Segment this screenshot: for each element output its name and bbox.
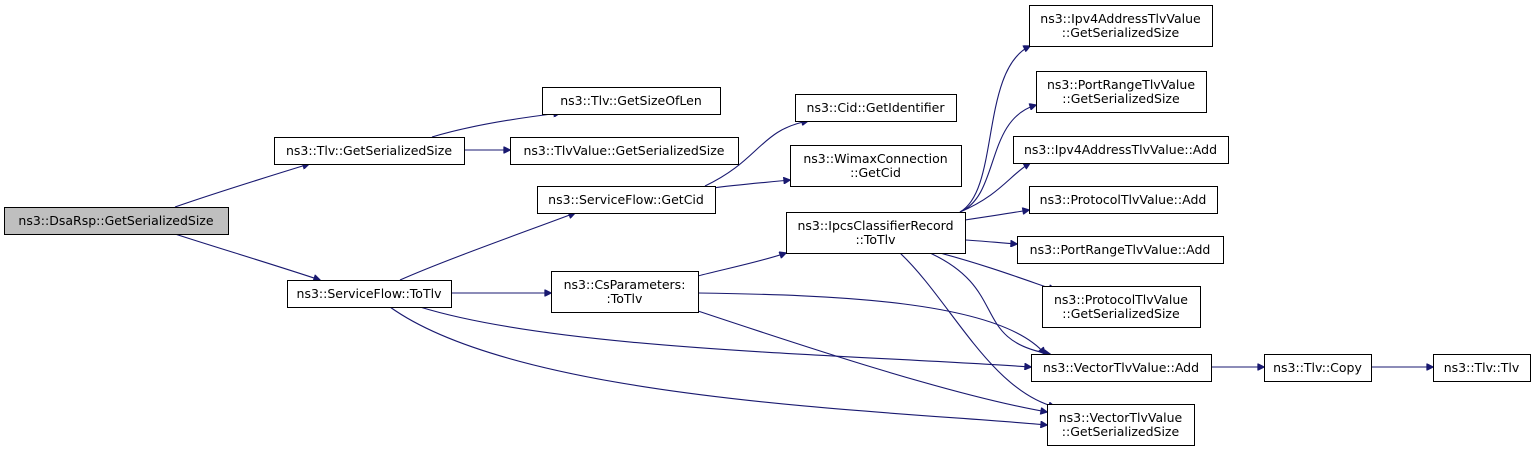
edge-ipcsclassifierrecord_totlv-to-protocoltlvvalue_add bbox=[964, 210, 1029, 221]
node-box bbox=[537, 186, 716, 214]
edge-serviceflow_getcid-to-wimaxconnection_getcid bbox=[712, 180, 790, 189]
edge-ipcsclassifierrecord_totlv-to-ipv4addresstlvvalue_add bbox=[959, 163, 1030, 213]
node-portrangetlvvalue-add[interactable]: ns3::PortRangeTlvValue::Add bbox=[1017, 236, 1224, 264]
node-box bbox=[1047, 404, 1195, 446]
node-tlv-copy[interactable]: ns3::Tlv::Copy bbox=[1264, 354, 1372, 382]
node-label: ns3::PortRangeTlvValue::Add bbox=[1030, 242, 1211, 257]
node-box bbox=[1433, 354, 1531, 382]
node-box bbox=[1036, 71, 1207, 113]
node-label: ns3::VectorTlvValue::Add bbox=[1043, 360, 1199, 375]
node-box bbox=[551, 271, 699, 313]
edges-layer bbox=[174, 46, 1433, 425]
node-tlv-tlv[interactable]: ns3::Tlv::Tlv bbox=[1433, 354, 1531, 382]
node-label: ns3::IpcsClassifierRecord bbox=[797, 218, 953, 233]
node-box bbox=[1031, 354, 1212, 382]
node-label: ns3::ServiceFlow::ToTlv bbox=[297, 286, 443, 301]
node-box bbox=[4, 207, 229, 235]
node-label: ::GetCid bbox=[850, 165, 901, 180]
edge-ipcsclassifierrecord_totlv-to-vectortlvvalue_add bbox=[929, 252, 1050, 354]
node-label: ns3::Tlv::GetSerializedSize bbox=[286, 143, 452, 158]
edge-dsarsp_getserializedsize-to-tlv_getserializedsize bbox=[174, 164, 309, 208]
edge-tlv_getserializedsize-to-tlv_getsizeoflen bbox=[431, 113, 560, 138]
node-box bbox=[510, 137, 739, 165]
edge-serviceflow_totlv-to-vectortlvvalue_add bbox=[419, 306, 1031, 367]
edge-ipcsclassifierrecord_totlv-to-ipv4addresstlvvalue_getserializedsize bbox=[959, 46, 1030, 213]
node-box bbox=[1029, 5, 1213, 47]
node-label: ::ToTlv bbox=[855, 232, 896, 247]
edge-dsarsp_getserializedsize-to-serviceflow_totlv bbox=[174, 233, 320, 280]
node-serviceflow-totlv[interactable]: ns3::ServiceFlow::ToTlv bbox=[287, 280, 452, 308]
node-cid-getidentifier[interactable]: ns3::Cid::GetIdentifier bbox=[795, 94, 957, 122]
node-ipcsclassifierrecord-totlv[interactable]: ns3::IpcsClassifierRecord::ToTlv bbox=[786, 212, 966, 254]
edge-serviceflow_totlv-to-serviceflow_getcid bbox=[399, 213, 575, 281]
edge-ipcsclassifierrecord_totlv-to-vectortlvvalue_getserializedsize bbox=[899, 252, 1055, 407]
edge-ipcsclassifierrecord_totlv-to-portrangetlvvalue_add bbox=[964, 239, 1017, 244]
node-label: ns3::PortRangeTlvValue bbox=[1047, 77, 1195, 92]
node-box bbox=[1264, 354, 1372, 382]
node-label: :ToTlv bbox=[607, 291, 643, 306]
node-tlvvalue-getserializedsize[interactable]: ns3::TlvValue::GetSerializedSize bbox=[510, 137, 739, 165]
edge-csparameters_totlv-to-vectortlvvalue_getserializedsize bbox=[697, 310, 1047, 412]
node-protocoltlvvalue-add[interactable]: ns3::ProtocolTlvValue::Add bbox=[1029, 186, 1218, 214]
node-label: ns3::VectorTlvValue bbox=[1059, 410, 1183, 425]
edge-ipcsclassifierrecord_totlv-to-portrangetlvvalue_getserializedsize bbox=[959, 105, 1036, 213]
node-label: ::GetSerializedSize bbox=[1062, 306, 1180, 321]
node-label: ::GetSerializedSize bbox=[1062, 91, 1180, 106]
node-label: ns3::CsParameters: bbox=[564, 277, 686, 292]
node-box bbox=[1017, 236, 1224, 264]
node-tlv-getserializedsize[interactable]: ns3::Tlv::GetSerializedSize bbox=[274, 137, 465, 165]
node-box bbox=[1029, 186, 1218, 214]
node-ipv4addresstlvvalue-add[interactable]: ns3::Ipv4AddressTlvValue::Add bbox=[1013, 136, 1229, 164]
node-label: ::GetSerializedSize bbox=[1062, 424, 1180, 439]
node-label: ns3::TlvValue::GetSerializedSize bbox=[523, 143, 724, 158]
node-box bbox=[1042, 286, 1201, 328]
edge-serviceflow_getcid-to-cid_getidentifier bbox=[704, 121, 808, 187]
node-label: ns3::Tlv::GetSizeOfLen bbox=[560, 93, 702, 108]
node-label: ns3::WimaxConnection bbox=[803, 151, 947, 166]
nodes-layer: ns3::DsaRsp::GetSerializedSizens3::Tlv::… bbox=[4, 5, 1531, 446]
node-box bbox=[1013, 136, 1229, 164]
edge-csparameters_totlv-to-ipcsclassifierrecord_totlv bbox=[697, 253, 786, 277]
node-box bbox=[287, 280, 452, 308]
node-wimaxconnection-getcid[interactable]: ns3::WimaxConnection::GetCid bbox=[790, 145, 962, 187]
node-label: ns3::ProtocolTlvValue bbox=[1054, 292, 1188, 307]
edge-csparameters_totlv-to-vectortlvvalue_add bbox=[697, 292, 1045, 354]
node-label: ns3::ServiceFlow::GetCid bbox=[548, 192, 704, 207]
node-vectortlvvalue-getserializedsize[interactable]: ns3::VectorTlvValue::GetSerializedSize bbox=[1047, 404, 1195, 446]
node-protocoltlvvalue-getserializedsize[interactable]: ns3::ProtocolTlvValue::GetSerializedSize bbox=[1042, 286, 1201, 328]
node-box bbox=[786, 212, 966, 254]
node-label: ns3::Tlv::Tlv bbox=[1444, 360, 1520, 375]
node-tlv-getsizeoflen[interactable]: ns3::Tlv::GetSizeOfLen bbox=[542, 87, 721, 115]
node-dsarsp-getserializedsize[interactable]: ns3::DsaRsp::GetSerializedSize bbox=[4, 207, 229, 235]
edge-serviceflow_totlv-to-vectortlvvalue_getserializedsize bbox=[389, 306, 1047, 425]
node-label: ns3::Ipv4AddressTlvValue bbox=[1040, 11, 1201, 26]
node-label: ns3::ProtocolTlvValue::Add bbox=[1040, 192, 1207, 207]
node-box bbox=[790, 145, 962, 187]
node-ipv4addresstlvvalue-getserializedsize[interactable]: ns3::Ipv4AddressTlvValue::GetSerializedS… bbox=[1029, 5, 1213, 47]
node-label: ::GetSerializedSize bbox=[1062, 25, 1180, 40]
node-label: ns3::DsaRsp::GetSerializedSize bbox=[18, 213, 213, 228]
node-csparameters-totlv[interactable]: ns3::CsParameters::ToTlv bbox=[551, 271, 699, 313]
node-label: ns3::Ipv4AddressTlvValue::Add bbox=[1024, 142, 1217, 157]
node-serviceflow-getcid[interactable]: ns3::ServiceFlow::GetCid bbox=[537, 186, 716, 214]
node-box bbox=[542, 87, 721, 115]
node-label: ns3::Tlv::Copy bbox=[1273, 360, 1362, 375]
node-box bbox=[795, 94, 957, 122]
node-label: ns3::Cid::GetIdentifier bbox=[807, 100, 946, 115]
node-vectortlvvalue-add[interactable]: ns3::VectorTlvValue::Add bbox=[1031, 354, 1212, 382]
node-box bbox=[274, 137, 465, 165]
node-portrangetlvvalue-getserializedsize[interactable]: ns3::PortRangeTlvValue::GetSerializedSiz… bbox=[1036, 71, 1207, 113]
